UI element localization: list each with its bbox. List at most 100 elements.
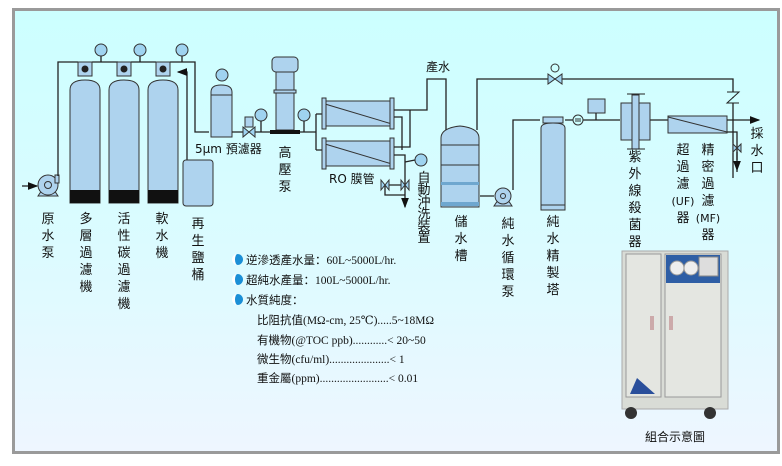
- label-char: 多: [79, 212, 93, 227]
- bullet-icon: [232, 274, 243, 285]
- label-char: 器: [701, 228, 715, 243]
- label-char: 軟: [155, 212, 169, 227]
- spec-item: 比阻抗值(MΩ-cm, 25℃).....5~18MΩ: [257, 315, 435, 327]
- label-char: 濾: [117, 280, 131, 295]
- label-char: 泵: [278, 180, 292, 195]
- label-char: 活: [117, 212, 131, 227]
- label-char: 碳: [117, 246, 131, 261]
- auto-flush-valves: [380, 153, 428, 209]
- label-char: 生: [191, 234, 205, 249]
- spec-text: 水質純度：: [246, 295, 304, 307]
- label-char: 塔: [546, 283, 560, 298]
- label-char: 器: [676, 211, 690, 226]
- label-circulation-pump: 純水循環泵: [493, 216, 523, 301]
- label-char: 濾: [701, 194, 715, 209]
- label-char: 水: [41, 229, 55, 244]
- label-char: 機: [155, 246, 169, 261]
- label-polishing-tower: 純水精製塔: [538, 214, 568, 299]
- label-char: 純: [546, 215, 560, 230]
- spec-purity-title: 水質純度：: [232, 292, 304, 308]
- label-char: 動: [417, 183, 431, 198]
- label-storage-tank: 儲水槽: [446, 214, 476, 265]
- label-char: 水: [454, 232, 468, 247]
- spec-item: 微生物(cfu/ml).....................< 1: [257, 354, 405, 366]
- label-high-pressure-pump: 高壓泵: [270, 145, 300, 196]
- label-char: (MF): [695, 212, 721, 225]
- label-char: 儲: [454, 215, 468, 230]
- label-char: 精: [701, 143, 715, 158]
- label-multimedia-filter: 多層過濾機: [71, 211, 101, 296]
- label-char: 裝: [417, 219, 431, 234]
- label-char: 過: [701, 177, 715, 192]
- brine-tank: [182, 159, 214, 207]
- spec-text: 逆滲透產水量：60L~5000L/hr.: [246, 255, 397, 267]
- label-char: 自: [417, 171, 431, 186]
- label-char: 機: [117, 297, 131, 312]
- label-char: 高: [278, 146, 292, 161]
- label-outlet: 採水口: [742, 126, 772, 177]
- label-carbon-filter: 活性碳過濾機: [109, 211, 139, 313]
- label-char: 層: [79, 229, 93, 244]
- label-uv-sterilizer: 紫外線殺菌器: [620, 149, 650, 251]
- label-char: 桶: [191, 268, 205, 283]
- label-char: 性: [117, 229, 131, 244]
- label-char: 壓: [278, 163, 292, 178]
- label-char: 洗: [417, 207, 431, 222]
- label-mf-filter: 精密過濾 (MF) 器: [693, 142, 723, 244]
- label-char: 精: [546, 249, 560, 264]
- label-char: 再: [191, 217, 205, 232]
- spec-ultrapure-output: 超純水產量：100L~5000L/hr.: [232, 272, 391, 288]
- label-softener: 軟水機: [147, 211, 177, 262]
- label-char: 密: [701, 160, 715, 175]
- label-char: 器: [628, 235, 642, 250]
- loop-valve: [547, 63, 741, 104]
- raw-water-pump: [22, 174, 60, 197]
- label-char: 水: [546, 232, 560, 247]
- system-photo: [621, 250, 729, 419]
- label-uf-filter: 超過濾 (UF) 器: [668, 142, 698, 227]
- label-char: 過: [676, 160, 690, 175]
- label-prefilter: 5μm 預濾器: [195, 142, 262, 156]
- label-char: 採: [750, 127, 764, 142]
- label-char: 過: [79, 246, 93, 261]
- spec-item: 重金屬(ppm)........................< 0.01: [257, 373, 419, 385]
- spec-ro-output: 逆滲透產水量：60L~5000L/hr.: [232, 252, 396, 268]
- label-char: 線: [628, 184, 642, 199]
- label-char: 槽: [454, 249, 468, 264]
- prefilter: [210, 68, 233, 138]
- circulation-pump: [493, 187, 513, 207]
- label-char: (UF): [671, 195, 695, 208]
- bullet-icon: [232, 294, 243, 305]
- label-char: 紫: [628, 150, 642, 165]
- pressure-gauges: [94, 43, 189, 62]
- label-ro-membrane: RO 膜管: [329, 172, 375, 186]
- uf-mf-filter: [667, 115, 728, 134]
- label-char: 原: [41, 212, 55, 227]
- uv-sterilizer: [620, 93, 651, 150]
- spec-text: 超純水產量：100L~5000L/hr.: [246, 275, 391, 287]
- label-char: 殺: [628, 201, 642, 216]
- label-char: 超: [676, 143, 690, 158]
- label-char: 水: [501, 234, 515, 249]
- ro-membranes: [321, 97, 395, 170]
- multimedia-filter-tank: [69, 61, 101, 204]
- label-char: 外: [628, 167, 642, 182]
- label-char: 機: [79, 280, 93, 295]
- label-char: 過: [117, 263, 131, 278]
- label-char: 泵: [41, 246, 55, 261]
- label-char: 循: [501, 251, 515, 266]
- label-char: 濾: [676, 177, 690, 192]
- label-char: 菌: [628, 218, 642, 233]
- storage-tank: [440, 125, 480, 208]
- photo-caption: 組合示意圖: [645, 430, 706, 444]
- softener-tank: [147, 61, 179, 204]
- label-char: 泵: [501, 285, 515, 300]
- label-auto-flush: 自動沖洗裝置: [409, 171, 439, 245]
- label-char: 水: [750, 144, 764, 159]
- label-char: 口: [750, 161, 764, 176]
- label-char: 濾: [79, 263, 93, 278]
- high-pressure-pump: [270, 56, 300, 134]
- spec-item: 有機物(@TOC ppb)............< 20~50: [257, 335, 426, 347]
- label-char: 環: [501, 268, 515, 283]
